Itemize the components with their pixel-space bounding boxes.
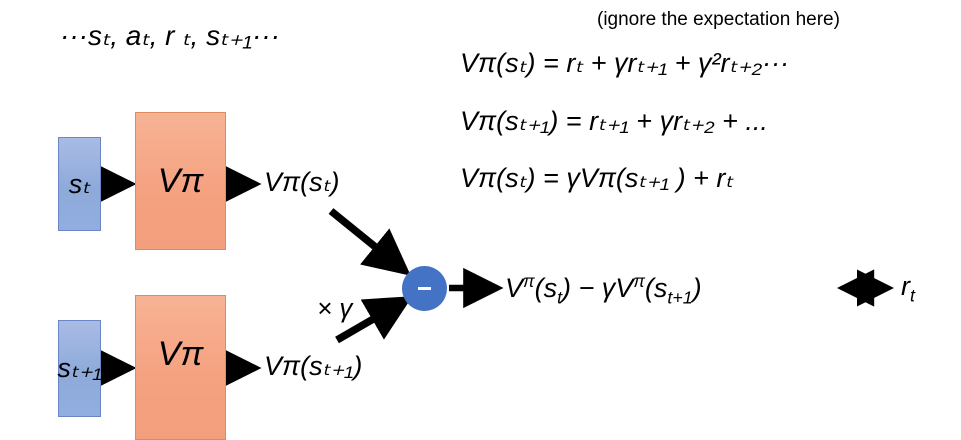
state-box-row1-label: sₜ bbox=[68, 168, 91, 199]
subtract-operator-node bbox=[402, 266, 447, 311]
state-box-row2: sₜ₊₁ bbox=[57, 320, 102, 417]
minus-icon bbox=[418, 286, 431, 291]
network-box-row1-label: Vπ bbox=[157, 162, 204, 200]
equation-value-expansion-t: Vπ(sₜ) = rₜ + γrₜ₊₁ + γ²rₜ₊₂··· bbox=[460, 48, 789, 78]
equation-bellman-recursion: Vπ(sₜ) = γVπ(sₜ₊₁ ) + rₜ bbox=[460, 163, 734, 193]
result-equation-left: Vπ(st) − γVπ(st+1) bbox=[505, 271, 702, 308]
network-box-row2: Vπ bbox=[135, 295, 226, 440]
result-equation-left-text: Vπ(st) − γVπ(st+1) bbox=[505, 271, 702, 308]
output-label-row1: Vπ(sₜ) bbox=[264, 167, 340, 197]
state-box-row1: sₜ bbox=[58, 137, 101, 231]
network-box-row2-label: Vπ bbox=[157, 334, 204, 373]
network-box-row1: Vπ bbox=[135, 112, 226, 250]
expectation-note: (ignore the expectation here) bbox=[597, 9, 840, 30]
discount-factor-label: × γ bbox=[317, 293, 353, 323]
result-equation-right-text: rt bbox=[901, 271, 915, 306]
state-box-row2-label: sₜ₊₁ bbox=[57, 353, 102, 383]
result-equation-right: rt bbox=[901, 273, 915, 305]
arrow-output2-to-node bbox=[335, 296, 413, 344]
trajectory-sequence-label: ···sₜ, aₜ, r ₜ, sₜ₊₁··· bbox=[60, 20, 280, 51]
output-label-row2: Vπ(sₜ₊₁) bbox=[264, 351, 363, 381]
equation-value-expansion-t1: Vπ(sₜ₊₁) = rₜ₊₁ + γrₜ₊₂ + ... bbox=[460, 106, 768, 136]
arrow-output1-to-node bbox=[328, 208, 411, 276]
